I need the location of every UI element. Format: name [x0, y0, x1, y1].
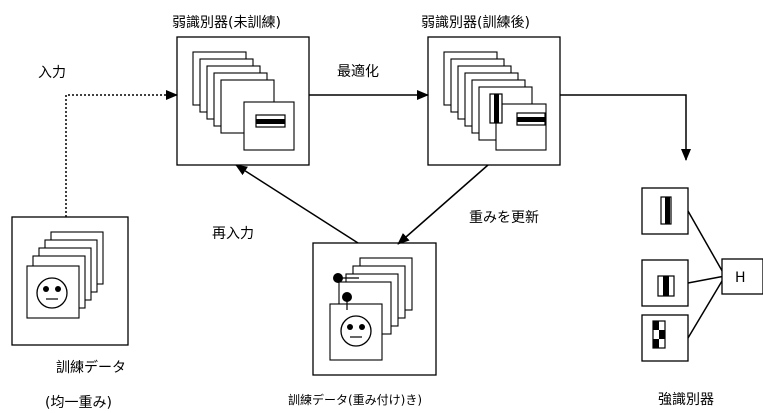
weak-classifier-trained: [427, 36, 561, 166]
input-label: 入力: [38, 65, 66, 81]
weighted-training-data-label: 訓練データ(重み付け)き): [288, 392, 422, 407]
reinput-label: 再入力: [212, 226, 254, 242]
strong-classifier-label: 強識別器: [658, 392, 714, 408]
weight-dot-icon: [333, 273, 343, 283]
weak-classifier-trained-title: 弱識別器(訓練後): [421, 15, 530, 31]
training-data-label: 訓練データ: [56, 359, 126, 376]
training-data-uniform-label: (均一重み): [45, 395, 112, 411]
strong-classifier: H: [641, 187, 763, 362]
optimize-label: 最適化: [337, 63, 379, 80]
training-data-box: [11, 216, 129, 346]
face-icon: [36, 277, 68, 309]
to-strong-arrow: [560, 94, 691, 161]
update-weights-label: 重みを更新: [469, 210, 539, 226]
weighted-training-data-box: [312, 242, 437, 376]
h-box-label: H: [735, 270, 746, 286]
weak-classifier-untrained: [176, 36, 310, 166]
reinput-arrow: [235, 164, 359, 244]
update-weights-arrow: [397, 164, 489, 245]
weak-classifier-untrained-title: 弱識別器(未訓練): [172, 15, 281, 31]
face-icon: [340, 315, 372, 347]
input-arrow: [65, 90, 178, 217]
h-box: [721, 258, 763, 295]
weight-dot-icon: [342, 292, 352, 302]
